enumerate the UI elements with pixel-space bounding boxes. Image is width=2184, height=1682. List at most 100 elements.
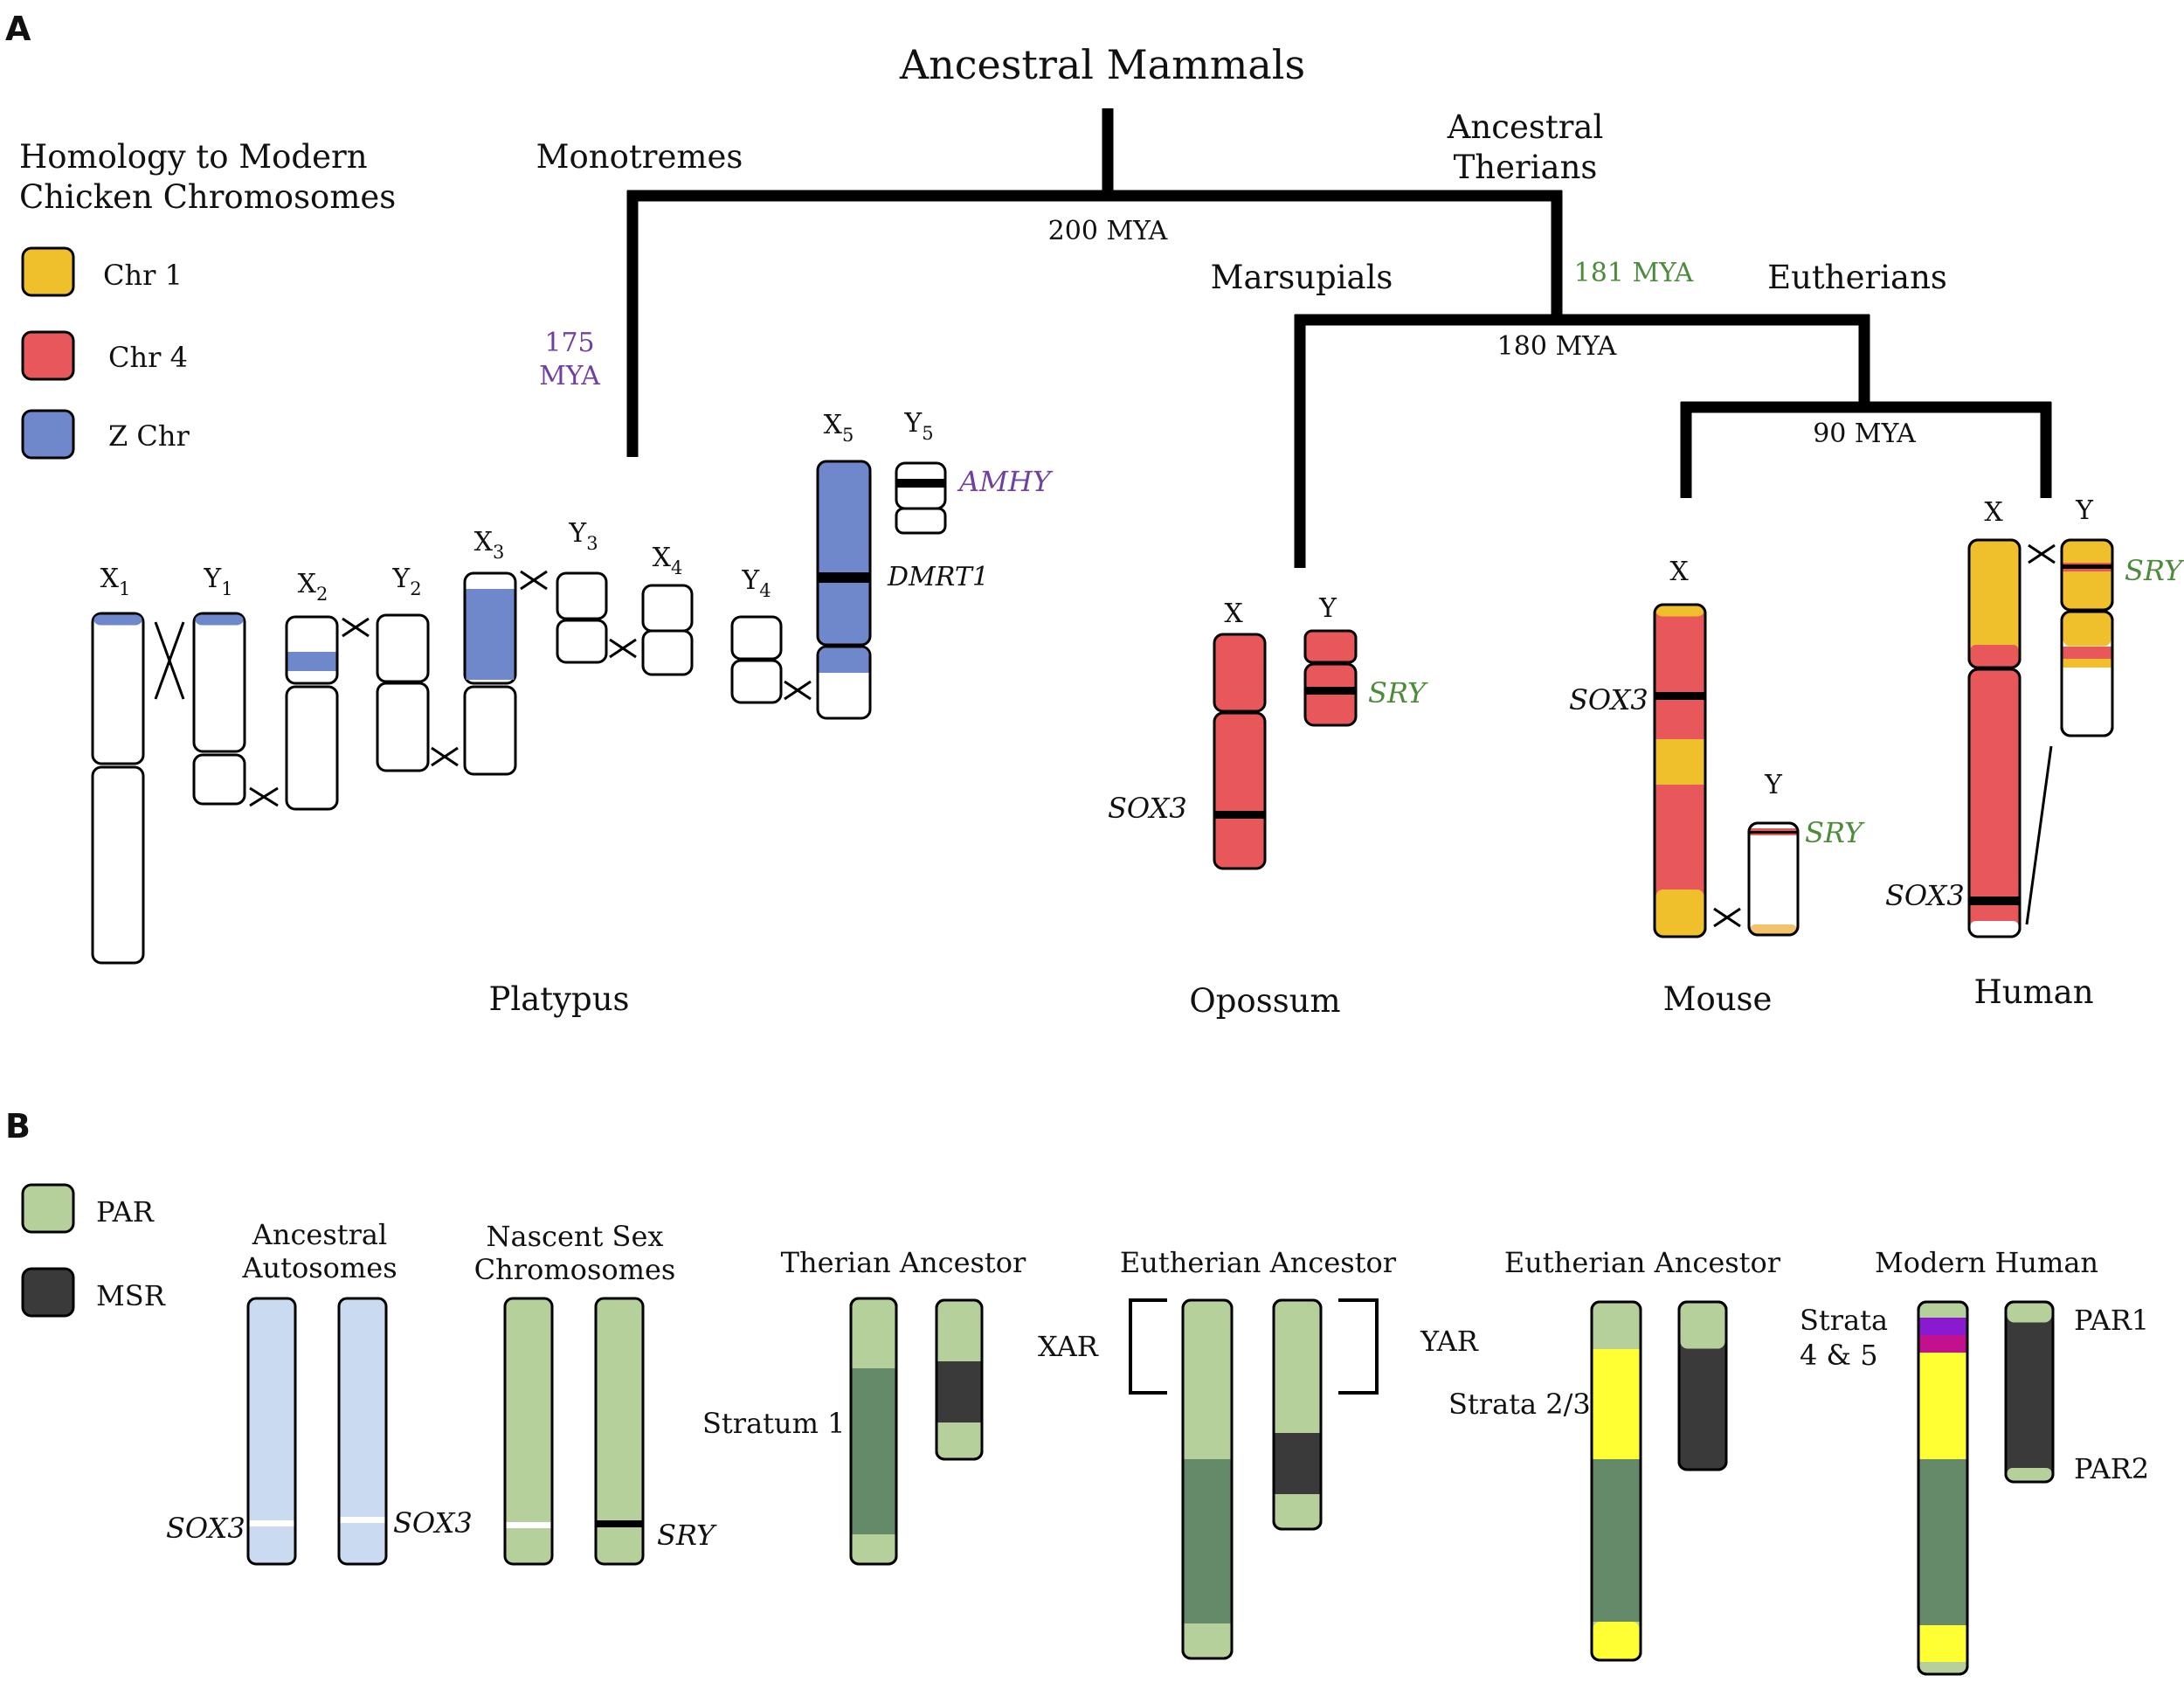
xar-label: XAR: [1038, 1330, 1099, 1363]
mouse-y-chr1-band: [1750, 924, 1797, 934]
mouse-y-label: Y: [1764, 770, 1783, 800]
x2-arm-bottom: [285, 685, 339, 811]
tree-monotremes-label: Monotremes: [536, 138, 743, 176]
species-opossum: Opossum: [1189, 982, 1340, 1020]
modern-y-par2: [2007, 1468, 2052, 1481]
eutherian1-x-stratum1: [1184, 1459, 1231, 1623]
stage-autosomes-line2: Autosomes: [241, 1251, 397, 1284]
strata45-label-line1: Strata: [1800, 1304, 1888, 1337]
legend-swatch-chr4: [21, 330, 75, 381]
human-y-chr4-band: [2063, 647, 2111, 659]
dmrt1-band: [818, 572, 870, 583]
strata45-label-line2: 4 & 5: [1800, 1339, 1878, 1372]
human-sox3-band: [1969, 896, 2020, 905]
tree-181-mya: 181 MYA: [1574, 258, 1694, 288]
label-x1: X1: [100, 564, 131, 599]
human-x-chr4-band-top: [1970, 645, 2019, 667]
human-x-white-tip: [1970, 921, 2019, 936]
y5-arm-bottom: [895, 507, 947, 535]
eutherian2-x-strata23-bottom: [1593, 1622, 1640, 1659]
opossum-x-arm-top: [1213, 633, 1267, 713]
modern-human-chromosomes: [1917, 1300, 2055, 1676]
modern-y: [2004, 1300, 2055, 1484]
label-y5: Y5: [903, 408, 933, 444]
x5-arm-top: [816, 460, 872, 647]
human-sry-band: [2062, 564, 2112, 569]
label-x4: X4: [653, 543, 683, 578]
x3-z-band: [466, 589, 515, 680]
y3-arm-top: [556, 571, 608, 620]
label-x2: X2: [298, 569, 328, 605]
legend-swatch-par: [21, 1183, 75, 1234]
legend-title-line2: Chicken Chromosomes: [19, 178, 396, 216]
autosome-2-sox3-label: SOX3: [393, 1506, 473, 1540]
mouse-pairing-mark: [1713, 907, 1741, 928]
modern-x-strata23-bottom: [1919, 1625, 1966, 1662]
eutherian2-x-strata23: [1593, 1349, 1640, 1459]
x2-z-band: [287, 652, 336, 671]
amhy-band: [896, 479, 945, 488]
mouse-gene-sry: SRY: [1805, 816, 1865, 849]
therian-y-msr: [937, 1361, 981, 1422]
gene-amhy-label: AMHY: [957, 465, 1054, 498]
human-gene-sox3: SOX3: [1885, 879, 1965, 912]
modern-x-strata23: [1919, 1353, 1966, 1459]
legend-swatch-z: [21, 409, 75, 460]
opossum-chromosomes: [1213, 629, 1358, 870]
legend-label-msr: MSR: [96, 1279, 166, 1312]
species-platypus: Platypus: [488, 980, 629, 1018]
x1-arm-bottom: [91, 765, 145, 965]
autosome-2: [337, 1297, 388, 1566]
tree-175-mya-line1: 175: [544, 328, 594, 358]
y2-arm-bottom: [376, 682, 430, 772]
par1-label: PAR1: [2074, 1304, 2149, 1337]
nascent-x: [503, 1297, 554, 1566]
tree-ancestral-therians-line1: Ancestral: [1447, 108, 1604, 146]
x4-arm-top: [641, 584, 694, 633]
mouse-x-label: X: [1669, 557, 1689, 587]
eutherian2-y-par: [1680, 1303, 1725, 1349]
label-x3: X3: [474, 527, 505, 563]
stage-nascent-line1: Nascent Sex: [487, 1220, 664, 1253]
eutherian1-y-msr: [1275, 1433, 1320, 1494]
tree-ancestral-therians-line2: Therians: [1454, 149, 1598, 186]
legend-title-line1: Homology to Modern: [19, 138, 368, 176]
phylogenetic-tree: [626, 108, 2052, 568]
stage-nascent-line2: Chromosomes: [474, 1253, 676, 1286]
autosome-2-sox3: [340, 1517, 385, 1523]
legend-label-par: PAR: [96, 1195, 155, 1229]
label-y4: Y4: [741, 565, 771, 601]
legend-label-z: Z Chr: [108, 419, 190, 453]
autosome-1: [246, 1297, 297, 1566]
opossum-y-arm-top: [1303, 629, 1358, 664]
mouse-y-chromosome: [1747, 821, 1800, 937]
human-pairing-mark: [2025, 543, 2056, 925]
y1-z-band: [195, 614, 244, 626]
stage-modern-human: Modern Human: [1875, 1246, 2098, 1279]
mouse-chromosomes: [1653, 603, 1800, 938]
human-y-arm-top: [2060, 538, 2114, 612]
human-y-chr1-band: [2063, 613, 2111, 647]
tree-175-mya-line2: MYA: [539, 361, 600, 391]
stage-therian: Therian Ancestor: [781, 1246, 1026, 1279]
autosome-1-sox3-label: SOX3: [166, 1512, 245, 1545]
species-mouse: Mouse: [1663, 980, 1773, 1018]
stratum1-label: Stratum 1: [702, 1407, 846, 1440]
par2-label: PAR2: [2074, 1452, 2149, 1485]
xar-bracket: [1129, 1298, 1167, 1395]
gene-dmrt1-label: DMRT1: [887, 562, 989, 592]
modern-x-stratum5: [1919, 1335, 1966, 1353]
eutherian-ancestor-1-chromosomes: [1181, 1298, 1323, 1660]
legend-label-chr4: Chr 4: [108, 341, 188, 374]
therian-x-stratum1: [852, 1368, 895, 1534]
tree-eutherians-label: Eutherians: [1767, 259, 1947, 296]
mouse-x-chr1-band-bottom: [1655, 889, 1704, 936]
stage-eutherian-2: Eutherian Ancestor: [1504, 1246, 1781, 1279]
opossum-x-arm-bottom: [1213, 711, 1267, 870]
x2-arm-top: [285, 615, 339, 685]
opossum-gene-sox3: SOX3: [1108, 792, 1187, 825]
ancestral-autosomes: [246, 1297, 388, 1566]
tree-root-label: Ancestral Mammals: [899, 41, 1305, 88]
nascent-y: [594, 1297, 645, 1566]
